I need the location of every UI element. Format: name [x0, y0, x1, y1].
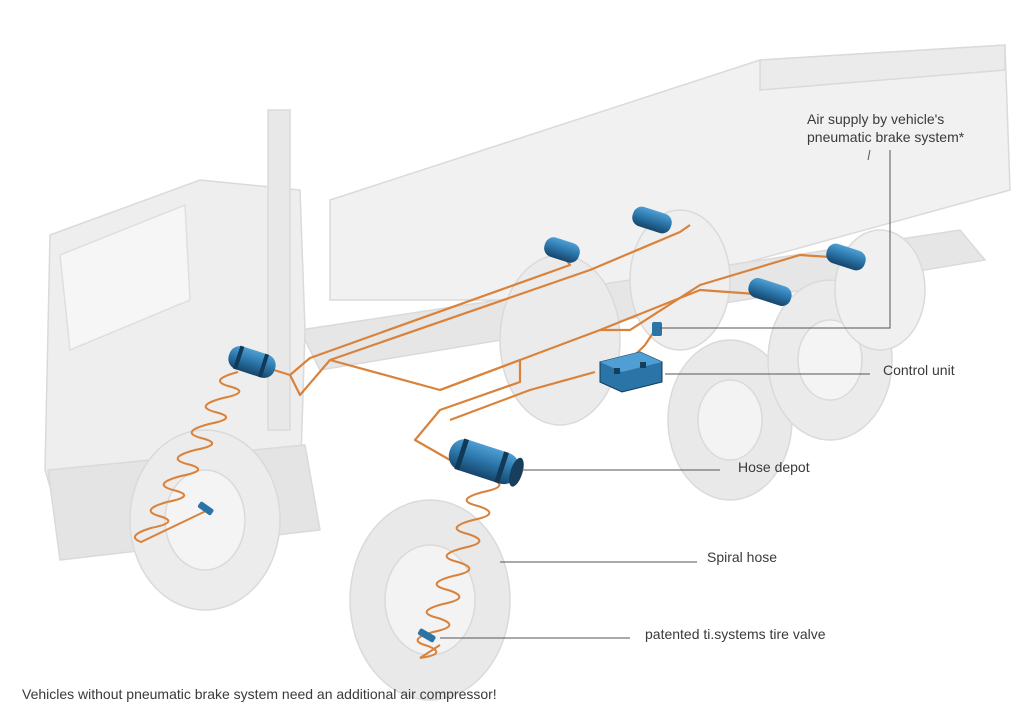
air-supply-label-line1: Air supply by vehicle's — [807, 111, 945, 127]
hose-depot-label: Hose depot — [738, 459, 810, 475]
hose-depot-tanks — [228, 206, 866, 487]
air-supply-connector — [652, 322, 662, 336]
truck-ghost — [44, 44, 1011, 701]
tire-valve-label: patented ti.systems tire valve — [645, 626, 826, 642]
footnote: Vehicles without pneumatic brake system … — [22, 686, 497, 702]
control-unit-label: Control unit — [883, 362, 955, 378]
air-supply-label: Air supply by vehicle's pneumatic brake … — [807, 110, 1017, 146]
leader-lines — [440, 149, 891, 639]
control-unit — [599, 351, 663, 393]
tire-valve-main — [417, 628, 436, 643]
spiral-hose-main — [416, 477, 501, 659]
spiral-hose-label: Spiral hose — [707, 549, 778, 565]
spiral-hose-front — [133, 371, 241, 544]
air-supply-label-line2: pneumatic brake system* — [807, 129, 965, 145]
tire-valve-front — [197, 501, 214, 516]
